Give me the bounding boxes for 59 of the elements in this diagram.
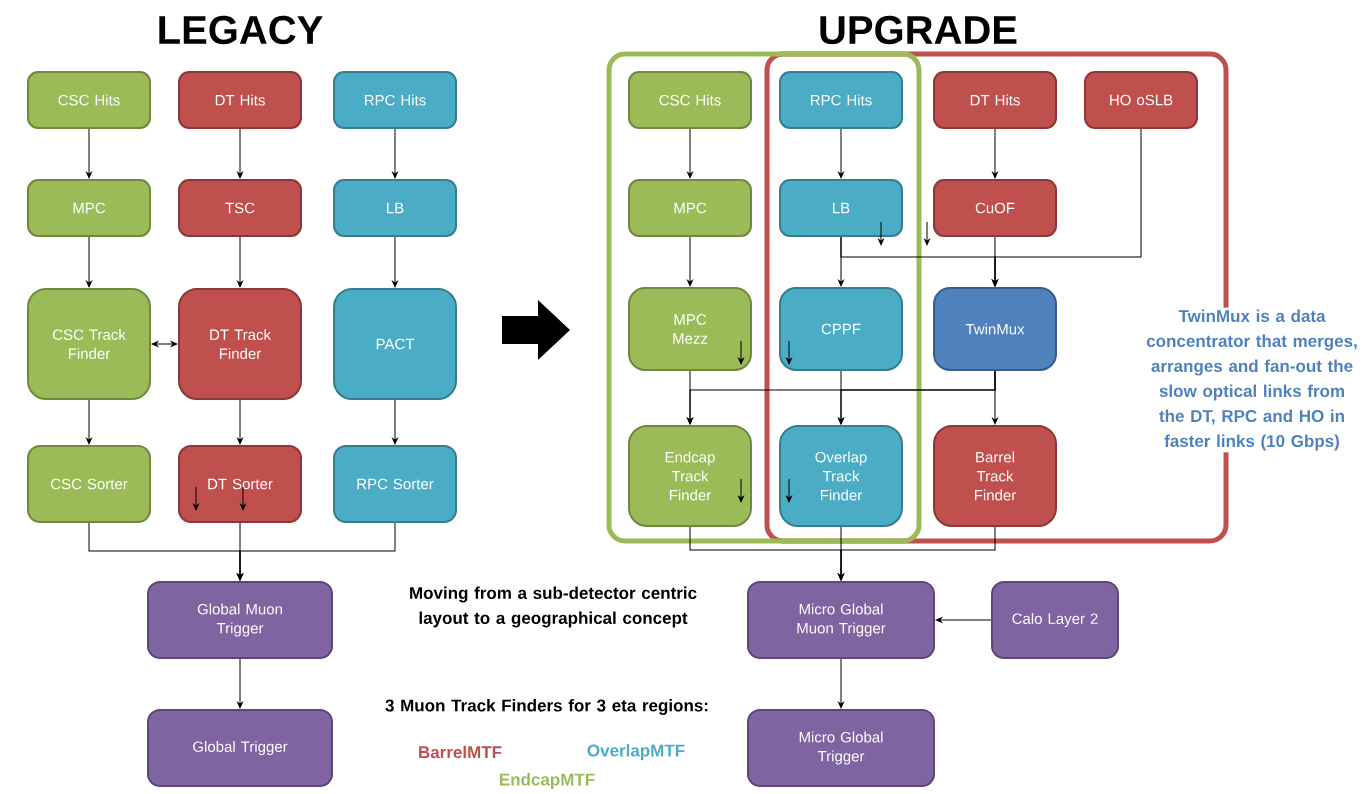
- process-box: MPC: [27, 179, 151, 237]
- arrow: [992, 128, 998, 179]
- process-box: Micro Global Trigger: [747, 709, 935, 787]
- arrow: [687, 236, 693, 287]
- process-box: RPC Sorter: [333, 445, 457, 523]
- process-box: PACT: [333, 288, 457, 400]
- process-box: LB: [333, 179, 457, 237]
- process-box: CSC Sorter: [27, 445, 151, 523]
- process-box: Global Trigger: [147, 709, 333, 787]
- process-box: DT Sorter: [178, 445, 302, 523]
- note-text: Moving from a sub-detector centric layout to a geographical concept: [410, 586, 697, 628]
- arrow: [687, 128, 693, 179]
- process-box: CPPF: [779, 287, 903, 371]
- process-box: Micro Global Muon Trigger: [747, 581, 935, 659]
- process-box: DT Track Finder: [178, 288, 302, 400]
- arrow: [935, 617, 992, 623]
- arrow: [151, 341, 178, 347]
- category-label: EndcapMTF: [500, 773, 595, 789]
- arrow: [237, 128, 243, 179]
- process-box: Global Muon Trigger: [147, 581, 333, 659]
- arrow: [838, 128, 844, 179]
- process-box: HO oSLB: [1084, 71, 1198, 129]
- process-box: MPC Mezz: [628, 287, 752, 371]
- arrow: [237, 399, 243, 445]
- arrow: [838, 526, 996, 581]
- arrow: [86, 128, 92, 179]
- process-box: CSC Hits: [27, 71, 151, 129]
- process-box: CSC Track Finder: [27, 288, 151, 400]
- process-box: Barrel Track Finder: [933, 425, 1057, 527]
- arrow: [237, 658, 243, 709]
- note-text: 3 Muon Track Finders for 3 eta regions:: [385, 699, 708, 715]
- heading: LEGACY: [159, 15, 323, 45]
- arrow: [237, 522, 396, 581]
- category-label: OverlapMTF: [587, 744, 685, 760]
- process-box: DT Hits: [178, 71, 302, 129]
- process-box: TwinMux: [933, 287, 1057, 371]
- process-box: RPC Hits: [779, 71, 903, 129]
- process-box: Calo Layer 2: [991, 581, 1119, 659]
- category-label: BarrelMTF: [419, 745, 502, 759]
- heading: UPGRADE: [820, 15, 1017, 45]
- process-box: Endcap Track Finder: [628, 425, 752, 527]
- arrow: [992, 128, 1142, 287]
- arrow: [237, 236, 243, 288]
- note-text: TwinMux is a data concentrator that merges, arranges and fan-out the slow optical links from the DT, RPC and HO in faster links (10 Gbps): [1132, 307, 1372, 453]
- process-box: LB: [779, 179, 903, 237]
- process-box: MPC: [628, 179, 752, 237]
- arrow: [86, 399, 92, 445]
- process-box: CuOF: [933, 179, 1057, 237]
- process-box: DT Hits: [933, 71, 1057, 129]
- arrow: [687, 370, 996, 425]
- arrow: [392, 236, 398, 288]
- process-box: TSC: [178, 179, 302, 237]
- process-box: Overlap Track Finder: [779, 425, 903, 527]
- arrow: [392, 399, 398, 445]
- arrow: [392, 128, 398, 179]
- arrow: [838, 658, 844, 709]
- arrow: [86, 236, 92, 288]
- process-box: RPC Hits: [333, 71, 457, 129]
- process-box: CSC Hits: [628, 71, 752, 129]
